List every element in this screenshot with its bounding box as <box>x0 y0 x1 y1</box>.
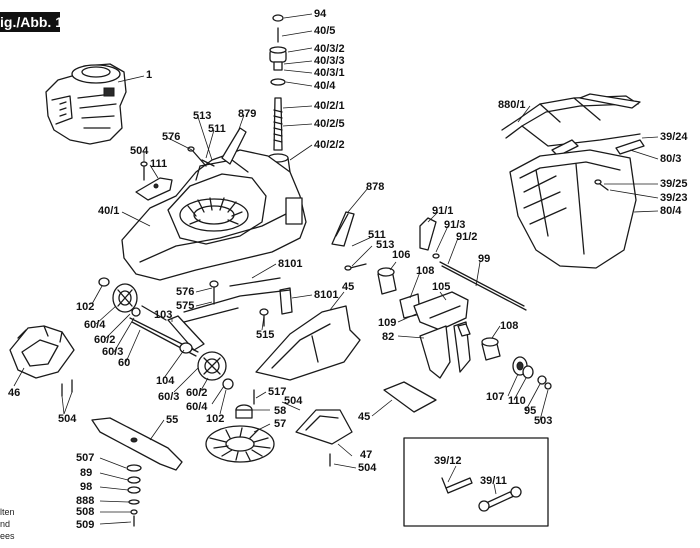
label-878: 878 <box>366 181 384 193</box>
label-108: 108 <box>416 265 434 277</box>
label-880-1: 880/1 <box>498 99 526 111</box>
cropped-side-note: lten nd ees <box>0 506 30 542</box>
label-91-1: 91/1 <box>432 205 453 217</box>
label-60: 60 <box>118 357 130 369</box>
label-513-b: 513 <box>376 239 394 251</box>
label-576-b: 576 <box>176 286 194 298</box>
label-95: 95 <box>524 405 536 417</box>
label-504: 504 <box>130 145 149 157</box>
note-line: ees <box>0 531 15 541</box>
engine <box>45 63 127 145</box>
label-104: 104 <box>156 375 175 387</box>
mower-deck <box>121 149 307 281</box>
label-109: 109 <box>378 317 396 329</box>
label-507: 507 <box>76 452 94 464</box>
label-40-3-3: 40/3/3 <box>314 55 345 67</box>
label-504-b: 504 <box>58 413 77 425</box>
label-80-3: 80/3 <box>660 153 681 165</box>
label-504-c: 504 <box>284 395 303 407</box>
label-513: 513 <box>193 110 211 122</box>
label-82: 82 <box>382 331 394 343</box>
label-103: 103 <box>154 309 172 321</box>
label-508: 508 <box>76 506 94 518</box>
label-517: 517 <box>268 386 286 398</box>
note-line: lten <box>0 507 15 517</box>
handle-fastener-stack <box>265 14 291 173</box>
label-55: 55 <box>166 414 178 426</box>
mulch-plug <box>9 325 75 397</box>
label-40-4: 40/4 <box>314 80 336 92</box>
label-99: 99 <box>478 253 490 265</box>
rear-guard <box>255 305 437 467</box>
label-45-b: 45 <box>358 411 370 423</box>
figure-label: ig./Abb. 1 <box>0 12 60 32</box>
cutting-blade <box>91 417 183 527</box>
label-8101: 8101 <box>278 258 302 270</box>
label-515: 515 <box>256 329 274 341</box>
label-40-3-1: 40/3/1 <box>314 67 345 79</box>
label-91-2: 91/2 <box>456 231 477 243</box>
leader-lines <box>13 13 659 525</box>
front-axle-assembly <box>98 277 269 390</box>
label-102: 102 <box>76 301 94 313</box>
height-adjuster <box>377 217 527 379</box>
part-labels: 1 94 40/5 40/3/2 40/3/3 40/3/1 40/4 40/2… <box>8 8 688 531</box>
label-40-2-1: 40/2/1 <box>314 100 345 112</box>
label-111: 111 <box>150 158 167 170</box>
label-39-12: 39/12 <box>434 455 462 467</box>
label-106: 106 <box>392 249 410 261</box>
label-60-4-b: 60/4 <box>186 401 208 413</box>
label-575: 575 <box>176 300 194 312</box>
label-46: 46 <box>8 387 20 399</box>
label-503: 503 <box>534 415 552 427</box>
rear-axle-parts <box>512 356 552 390</box>
label-107: 107 <box>486 391 504 403</box>
label-45: 45 <box>342 281 354 293</box>
label-60-4: 60/4 <box>84 319 106 331</box>
label-511: 511 <box>208 123 226 135</box>
label-40-2-2: 40/2/2 <box>314 139 345 151</box>
label-60-3-b: 60/3 <box>158 391 179 403</box>
label-39-25: 39/25 <box>660 178 688 190</box>
label-1: 1 <box>146 69 152 81</box>
label-40-1: 40/1 <box>98 205 119 217</box>
note-line: nd <box>0 519 11 529</box>
label-39-11: 39/11 <box>480 475 507 487</box>
label-80-4: 80/4 <box>660 205 682 217</box>
label-58: 58 <box>274 405 286 417</box>
label-40-3-2: 40/3/2 <box>314 43 345 55</box>
label-47: 47 <box>360 449 372 461</box>
label-511-b: 511 <box>368 229 386 241</box>
label-89: 89 <box>80 467 92 479</box>
label-39-24: 39/24 <box>660 131 688 143</box>
label-60-3: 60/3 <box>102 346 123 358</box>
label-110: 110 <box>508 395 526 407</box>
label-8101-b: 8101 <box>314 289 338 301</box>
label-40-5: 40/5 <box>314 25 335 37</box>
deck-brackets <box>135 127 247 201</box>
label-40-2-5: 40/2/5 <box>314 118 345 130</box>
label-102-b: 102 <box>206 413 224 425</box>
impeller-fan <box>205 389 275 463</box>
label-57: 57 <box>274 418 286 430</box>
label-576: 576 <box>162 131 180 143</box>
label-509: 509 <box>76 519 94 531</box>
rear-linkage <box>183 211 367 323</box>
label-105: 105 <box>432 281 450 293</box>
label-91-3: 91/3 <box>444 219 465 231</box>
label-94: 94 <box>314 8 327 20</box>
grass-catcher <box>501 93 645 269</box>
tools-inset <box>403 437 549 527</box>
label-60-2-b: 60/2 <box>186 387 207 399</box>
label-879: 879 <box>238 108 256 120</box>
label-98: 98 <box>80 481 92 493</box>
label-504-d: 504 <box>358 462 377 474</box>
label-888: 888 <box>76 495 94 507</box>
label-108-b: 108 <box>500 320 518 332</box>
label-60-2: 60/2 <box>94 334 115 346</box>
label-39-23: 39/23 <box>660 192 688 204</box>
